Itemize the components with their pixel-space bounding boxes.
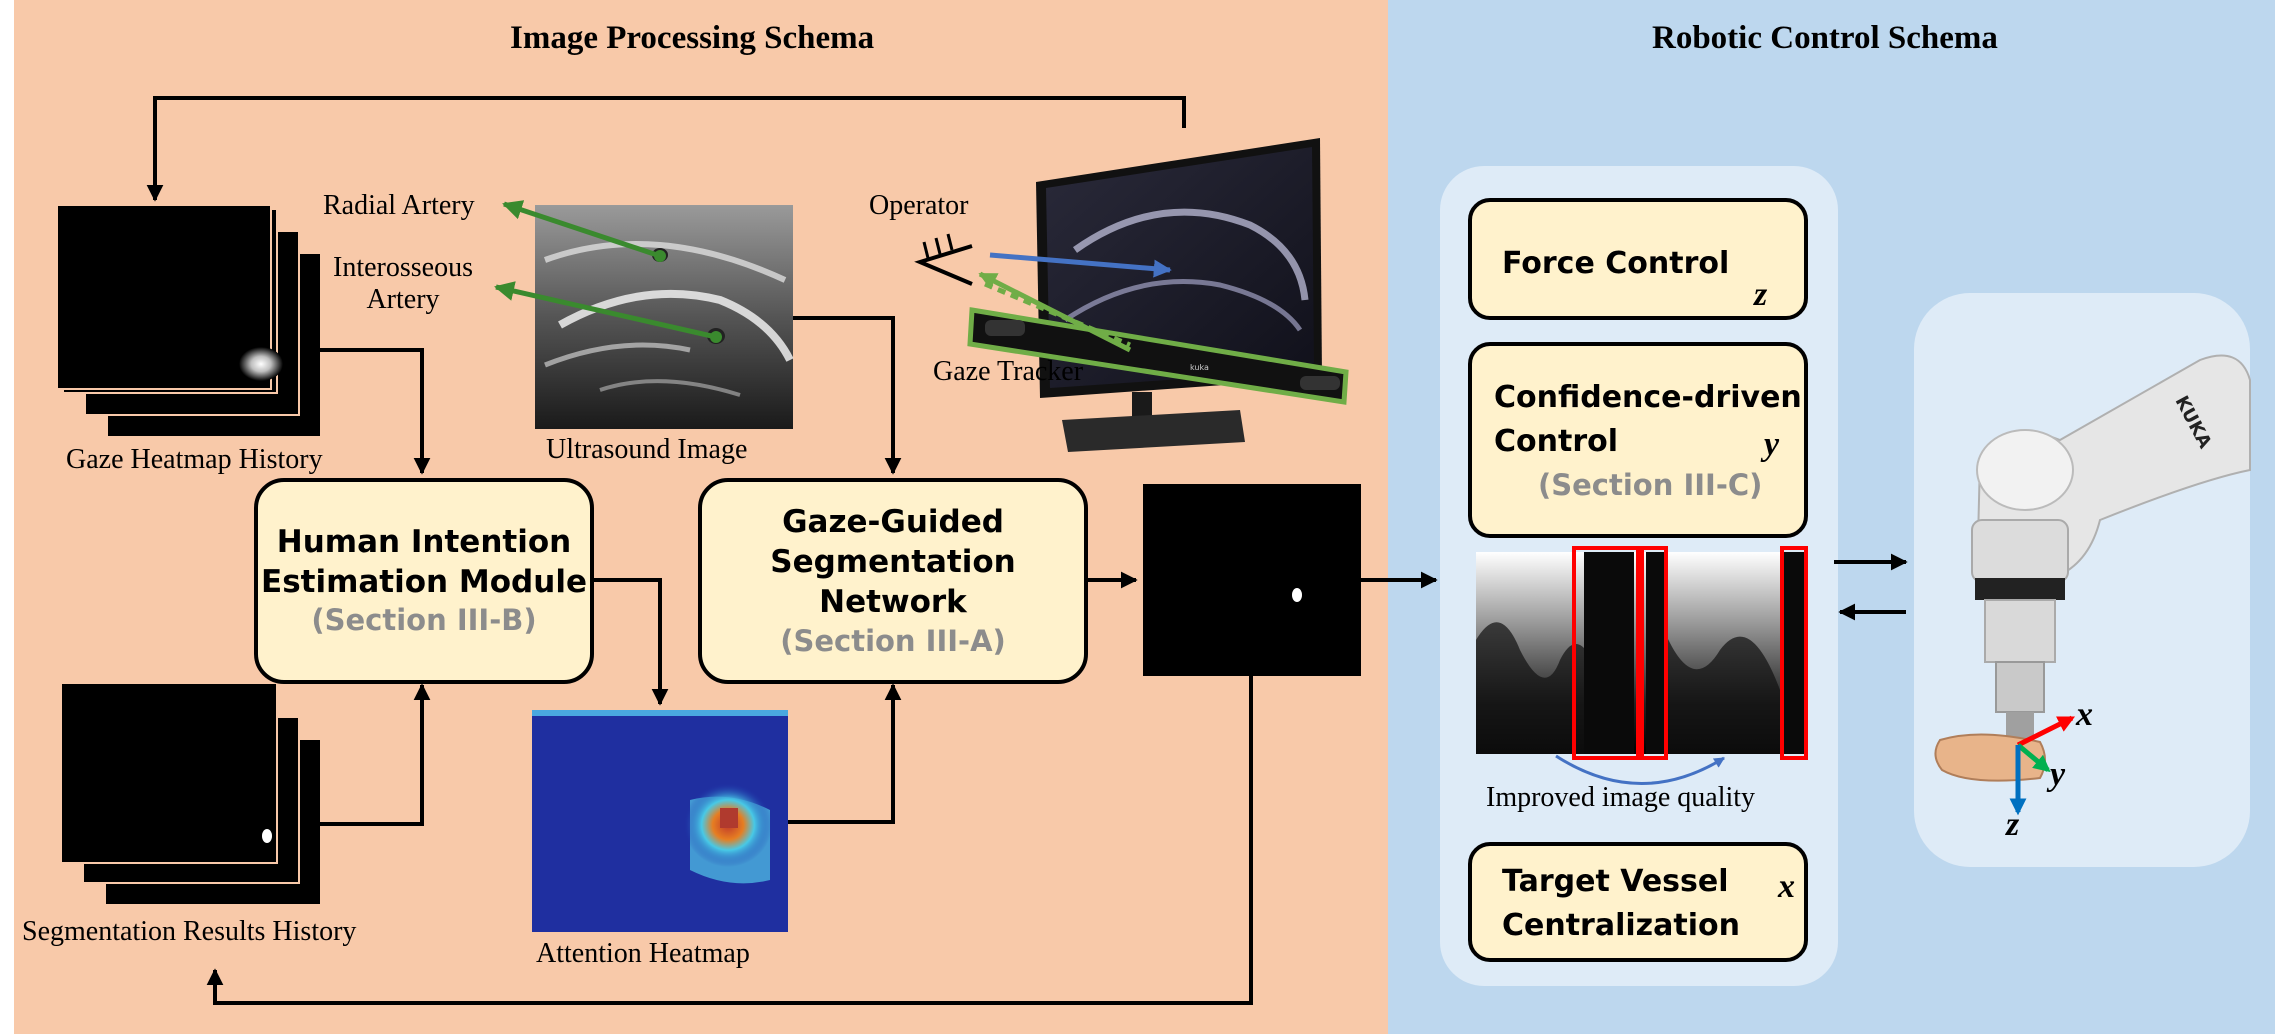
centralization-title: Target Vessel Centralization: [1502, 860, 1740, 947]
ultrasound-image-label: Ultrasound Image: [546, 434, 748, 465]
low-confidence-region: [1572, 546, 1640, 760]
ultrasound-image: [535, 205, 794, 429]
confidence-driven-control-box: Confidence-driven Control (Section III-C…: [1468, 342, 1808, 538]
hiem-section: (Section III-B): [311, 603, 537, 638]
operator-label: Operator: [869, 190, 969, 221]
confidence-control-section: (Section III-C): [1538, 468, 1763, 502]
interosseous-artery-label-line1: Interosseous: [333, 252, 473, 283]
force-axis-label: z: [1754, 276, 1768, 313]
ultrasound-to-ggsn-arrow: [793, 316, 902, 475]
segmentation-to-hiem-arrow: [320, 683, 431, 826]
robot-z-label: z: [2006, 806, 2020, 843]
attention-to-ggsn-arrow: [788, 683, 902, 824]
gaze-tracker-label: Gaze Tracker: [933, 356, 1084, 387]
centralization-line2: Centralization: [1502, 907, 1740, 943]
hiem-title-line1: Human Intention: [276, 523, 572, 560]
segmentation-output-dot: [1292, 588, 1302, 602]
radial-artery-label: Radial Artery: [323, 190, 475, 221]
confidence-control-line2: Control: [1494, 423, 1619, 459]
monitor-photo: [1036, 138, 1322, 452]
segmentation-history-dot: [262, 829, 272, 843]
gaze-heatmap-history-label: Gaze Heatmap History: [66, 444, 323, 475]
heatmap-to-hiem-arrow: [320, 348, 431, 475]
robotic-control-title: Robotic Control Schema: [1652, 20, 1998, 56]
feedback-arrow-bottom: [206, 676, 1253, 1005]
robot-x-label: x: [2076, 696, 2093, 733]
attention-heatmap-image: [532, 710, 788, 932]
improved-image-quality-label: Improved image quality: [1486, 782, 1756, 813]
gaze-heatmap-spot: [239, 347, 283, 381]
segmentation-frame-top: [60, 682, 278, 864]
image-processing-title: Image Processing Schema: [510, 20, 875, 56]
attention-heatmap-label: Attention Heatmap: [536, 938, 750, 969]
confidence-control-title: Confidence-driven Control: [1494, 376, 1802, 463]
target-vessel-centralization-box: Target Vessel Centralization x: [1468, 842, 1808, 962]
gaze-ray-dotted: [984, 281, 1131, 348]
improvement-arrow: [1555, 754, 1725, 785]
gaze-ray-blue: [989, 252, 1172, 278]
eye-icon: [914, 233, 973, 286]
ggsn-title-line1: Gaze-Guided: [782, 503, 1004, 540]
robot-y-axis: [2016, 743, 2051, 773]
force-control-title: Force Control: [1502, 246, 1730, 281]
centralization-line1: Target Vessel: [1502, 864, 1729, 899]
ggsn-title-line2: Segmentation Network: [770, 544, 1016, 621]
centralization-axis-label: x: [1778, 868, 1795, 905]
ggsn-section: (Section III-A): [780, 623, 1006, 658]
robot-arm-photo: KUKA: [1934, 354, 2251, 782]
gaze-heatmap-frame-top: [56, 204, 272, 390]
robot-y-label: y: [2050, 756, 2066, 793]
robot-x-axis: [2016, 715, 2076, 748]
human-intention-estimation-module: Human Intention Estimation Module (Secti…: [254, 478, 594, 684]
confidence-map-image: [1476, 546, 1808, 760]
radial-artery-pointer: [502, 200, 661, 259]
interosseous-artery-label-line2: Artery: [366, 284, 440, 315]
low-confidence-region: [1780, 546, 1808, 760]
force-control-box: Force Control z: [1468, 198, 1808, 320]
monitor-brand-text: kuka: [1190, 363, 1209, 372]
confidence-control-line1: Confidence-driven: [1494, 380, 1802, 415]
low-confidence-region: [1640, 546, 1668, 760]
hiem-title-line2: Estimation Module: [261, 564, 587, 601]
gaze-guided-segmentation-network: Gaze-Guided Segmentation Network (Sectio…: [698, 478, 1088, 684]
feedback-arrow-top: [146, 96, 1186, 202]
segmentation-output-image: [1143, 484, 1361, 676]
confidence-axis-label: y: [1764, 426, 1780, 463]
interosseous-artery-label: Interosseous Artery: [318, 252, 488, 316]
interosseous-artery-pointer: [494, 281, 717, 340]
segmentation-results-history-label: Segmentation Results History: [22, 916, 357, 947]
gaze-tracker-highlight: [967, 307, 1349, 405]
hiem-to-attention-arrow: [592, 578, 669, 706]
